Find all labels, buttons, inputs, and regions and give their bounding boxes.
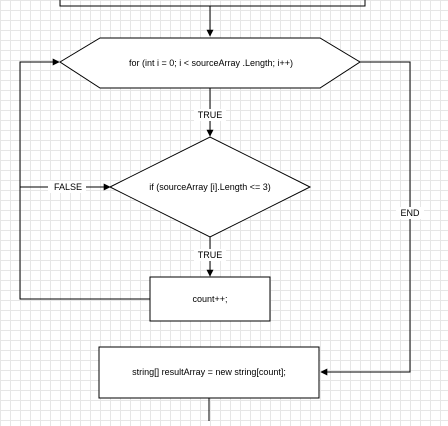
if-false-label: FALSE <box>54 182 82 192</box>
if-condition-text: if (sourceArray [i].Length <= 3) <box>149 182 271 192</box>
previous-block-edge <box>59 0 366 7</box>
edge-increment-back-to-loop <box>19 58 150 300</box>
loop-condition-text: for (int i = 0; i < sourceArray .Length;… <box>129 58 293 68</box>
result-array-text: string[] resultArray = new string[count]… <box>132 367 286 377</box>
increment-text: count++; <box>192 294 227 304</box>
loop-end-label: END <box>400 208 420 218</box>
if-true-label: TRUE <box>198 250 223 260</box>
loop-true-label: TRUE <box>198 110 223 120</box>
result-array-box <box>98 346 320 399</box>
if-diamond <box>108 136 312 238</box>
increment-box <box>149 276 271 322</box>
